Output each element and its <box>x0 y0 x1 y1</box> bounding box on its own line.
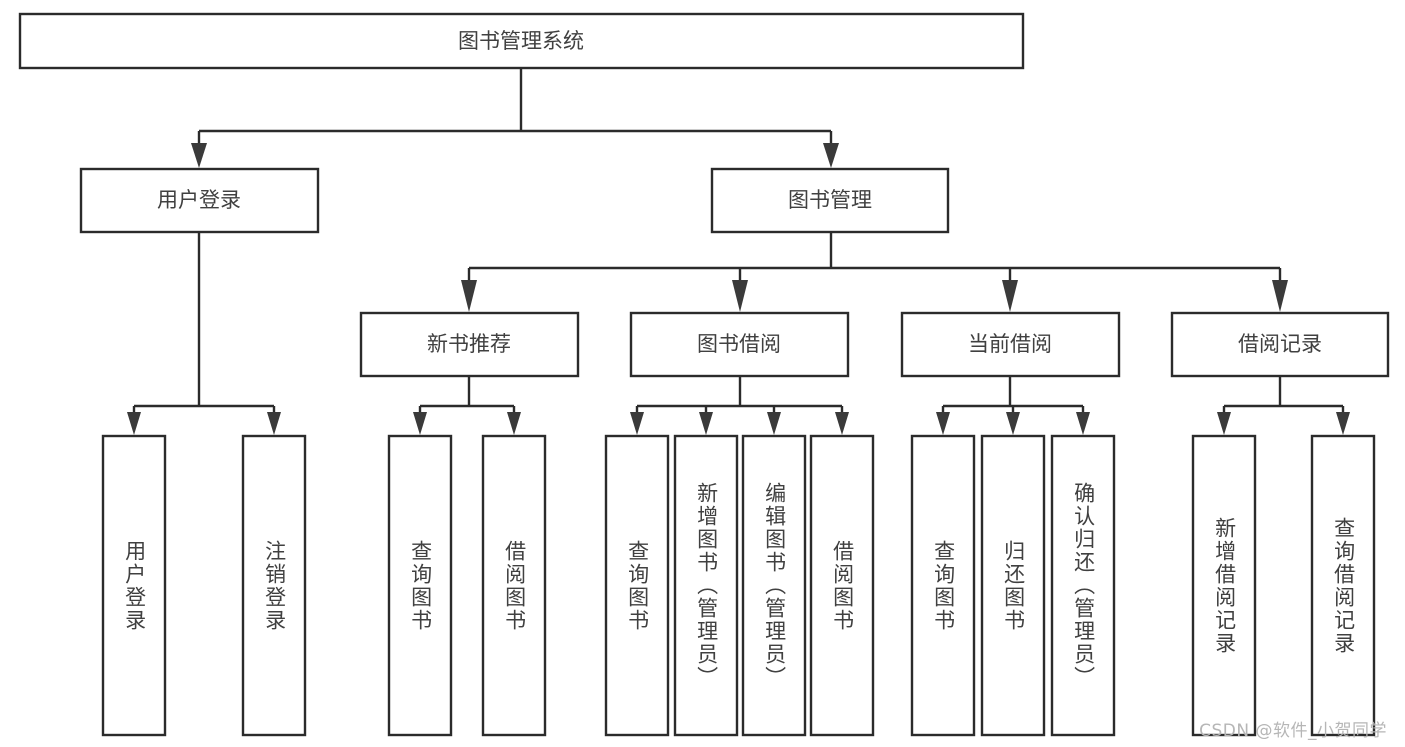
node-root[interactable]: 图书管理系统 <box>18 12 1025 70</box>
connector-new-book-recommend-to-leaves <box>413 376 521 435</box>
node-borrow-record[interactable]: 借阅记录 <box>1170 311 1390 378</box>
node-book-borrow[interactable]: 图书借阅 <box>629 311 850 378</box>
node-current-borrow-label: 当前借阅 <box>968 332 1052 356</box>
node-leaf-confirm-return[interactable] <box>1050 434 1116 737</box>
node-leaf-query-book-2[interactable] <box>604 434 670 737</box>
node-leaf-edit-book[interactable] <box>741 434 807 737</box>
connector-root-to-level2 <box>191 68 839 168</box>
node-book-management-label: 图书管理 <box>788 188 872 212</box>
node-leaf-user-login[interactable] <box>101 434 167 737</box>
node-leaf-add-book[interactable] <box>673 434 739 737</box>
node-leaf-query-book-1[interactable] <box>387 434 453 737</box>
node-leaf-return-book[interactable] <box>980 434 1046 737</box>
node-root-label: 图书管理系统 <box>458 29 584 53</box>
node-leaf-borrow-book-1[interactable] <box>481 434 547 737</box>
csdn-watermark: CSDN @软件_小贺同学 <box>1199 721 1387 741</box>
node-user-login-label: 用户登录 <box>157 188 241 212</box>
node-current-borrow[interactable]: 当前借阅 <box>900 311 1121 378</box>
node-leaf-add-record[interactable] <box>1191 434 1257 737</box>
node-leaf-borrow-book-2[interactable] <box>809 434 875 737</box>
node-book-borrow-label: 图书借阅 <box>697 332 781 356</box>
connector-current-borrow-to-leaves <box>936 376 1090 435</box>
connector-user-login-to-leaves <box>127 232 281 435</box>
node-new-book-recommend[interactable]: 新书推荐 <box>359 311 580 378</box>
node-new-book-recommend-label: 新书推荐 <box>427 332 511 356</box>
node-leaf-query-record[interactable] <box>1310 434 1376 737</box>
node-user-login[interactable]: 用户登录 <box>79 167 320 234</box>
node-leaf-user-logout[interactable] <box>241 434 307 737</box>
connector-book-management-to-level3 <box>461 232 1288 312</box>
node-book-management[interactable]: 图书管理 <box>710 167 950 234</box>
node-leaf-query-book-3[interactable] <box>910 434 976 737</box>
connector-borrow-record-to-leaves <box>1217 376 1350 435</box>
node-borrow-record-label: 借阅记录 <box>1238 332 1322 356</box>
connector-book-borrow-to-leaves <box>630 376 849 435</box>
